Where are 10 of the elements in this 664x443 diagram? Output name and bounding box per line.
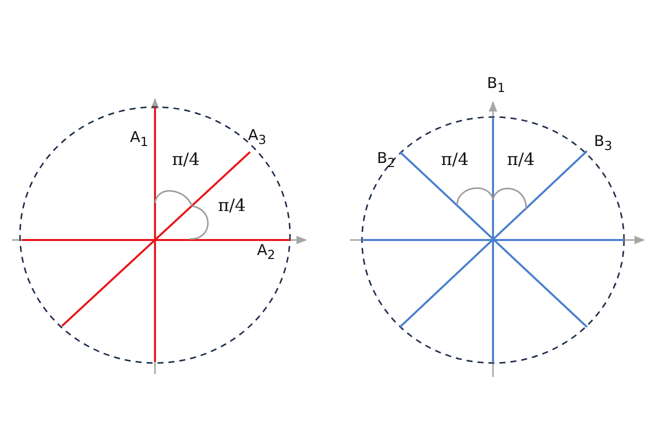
angle-label: π/4: [507, 152, 535, 169]
axis-label: A$_{2}$: [257, 243, 276, 262]
axis-label: B$_{3}$: [594, 134, 612, 152]
axis-label: A$_{3}$: [248, 128, 266, 146]
angle-label: π/4: [172, 152, 200, 169]
axis-label: B$_{1}$: [487, 76, 506, 94]
angle-label: π/4: [441, 152, 469, 169]
axis-label: B$_{2}$: [377, 151, 396, 170]
angle-label: π/4: [218, 198, 246, 215]
axis-label: A$_{1}$: [130, 130, 148, 148]
